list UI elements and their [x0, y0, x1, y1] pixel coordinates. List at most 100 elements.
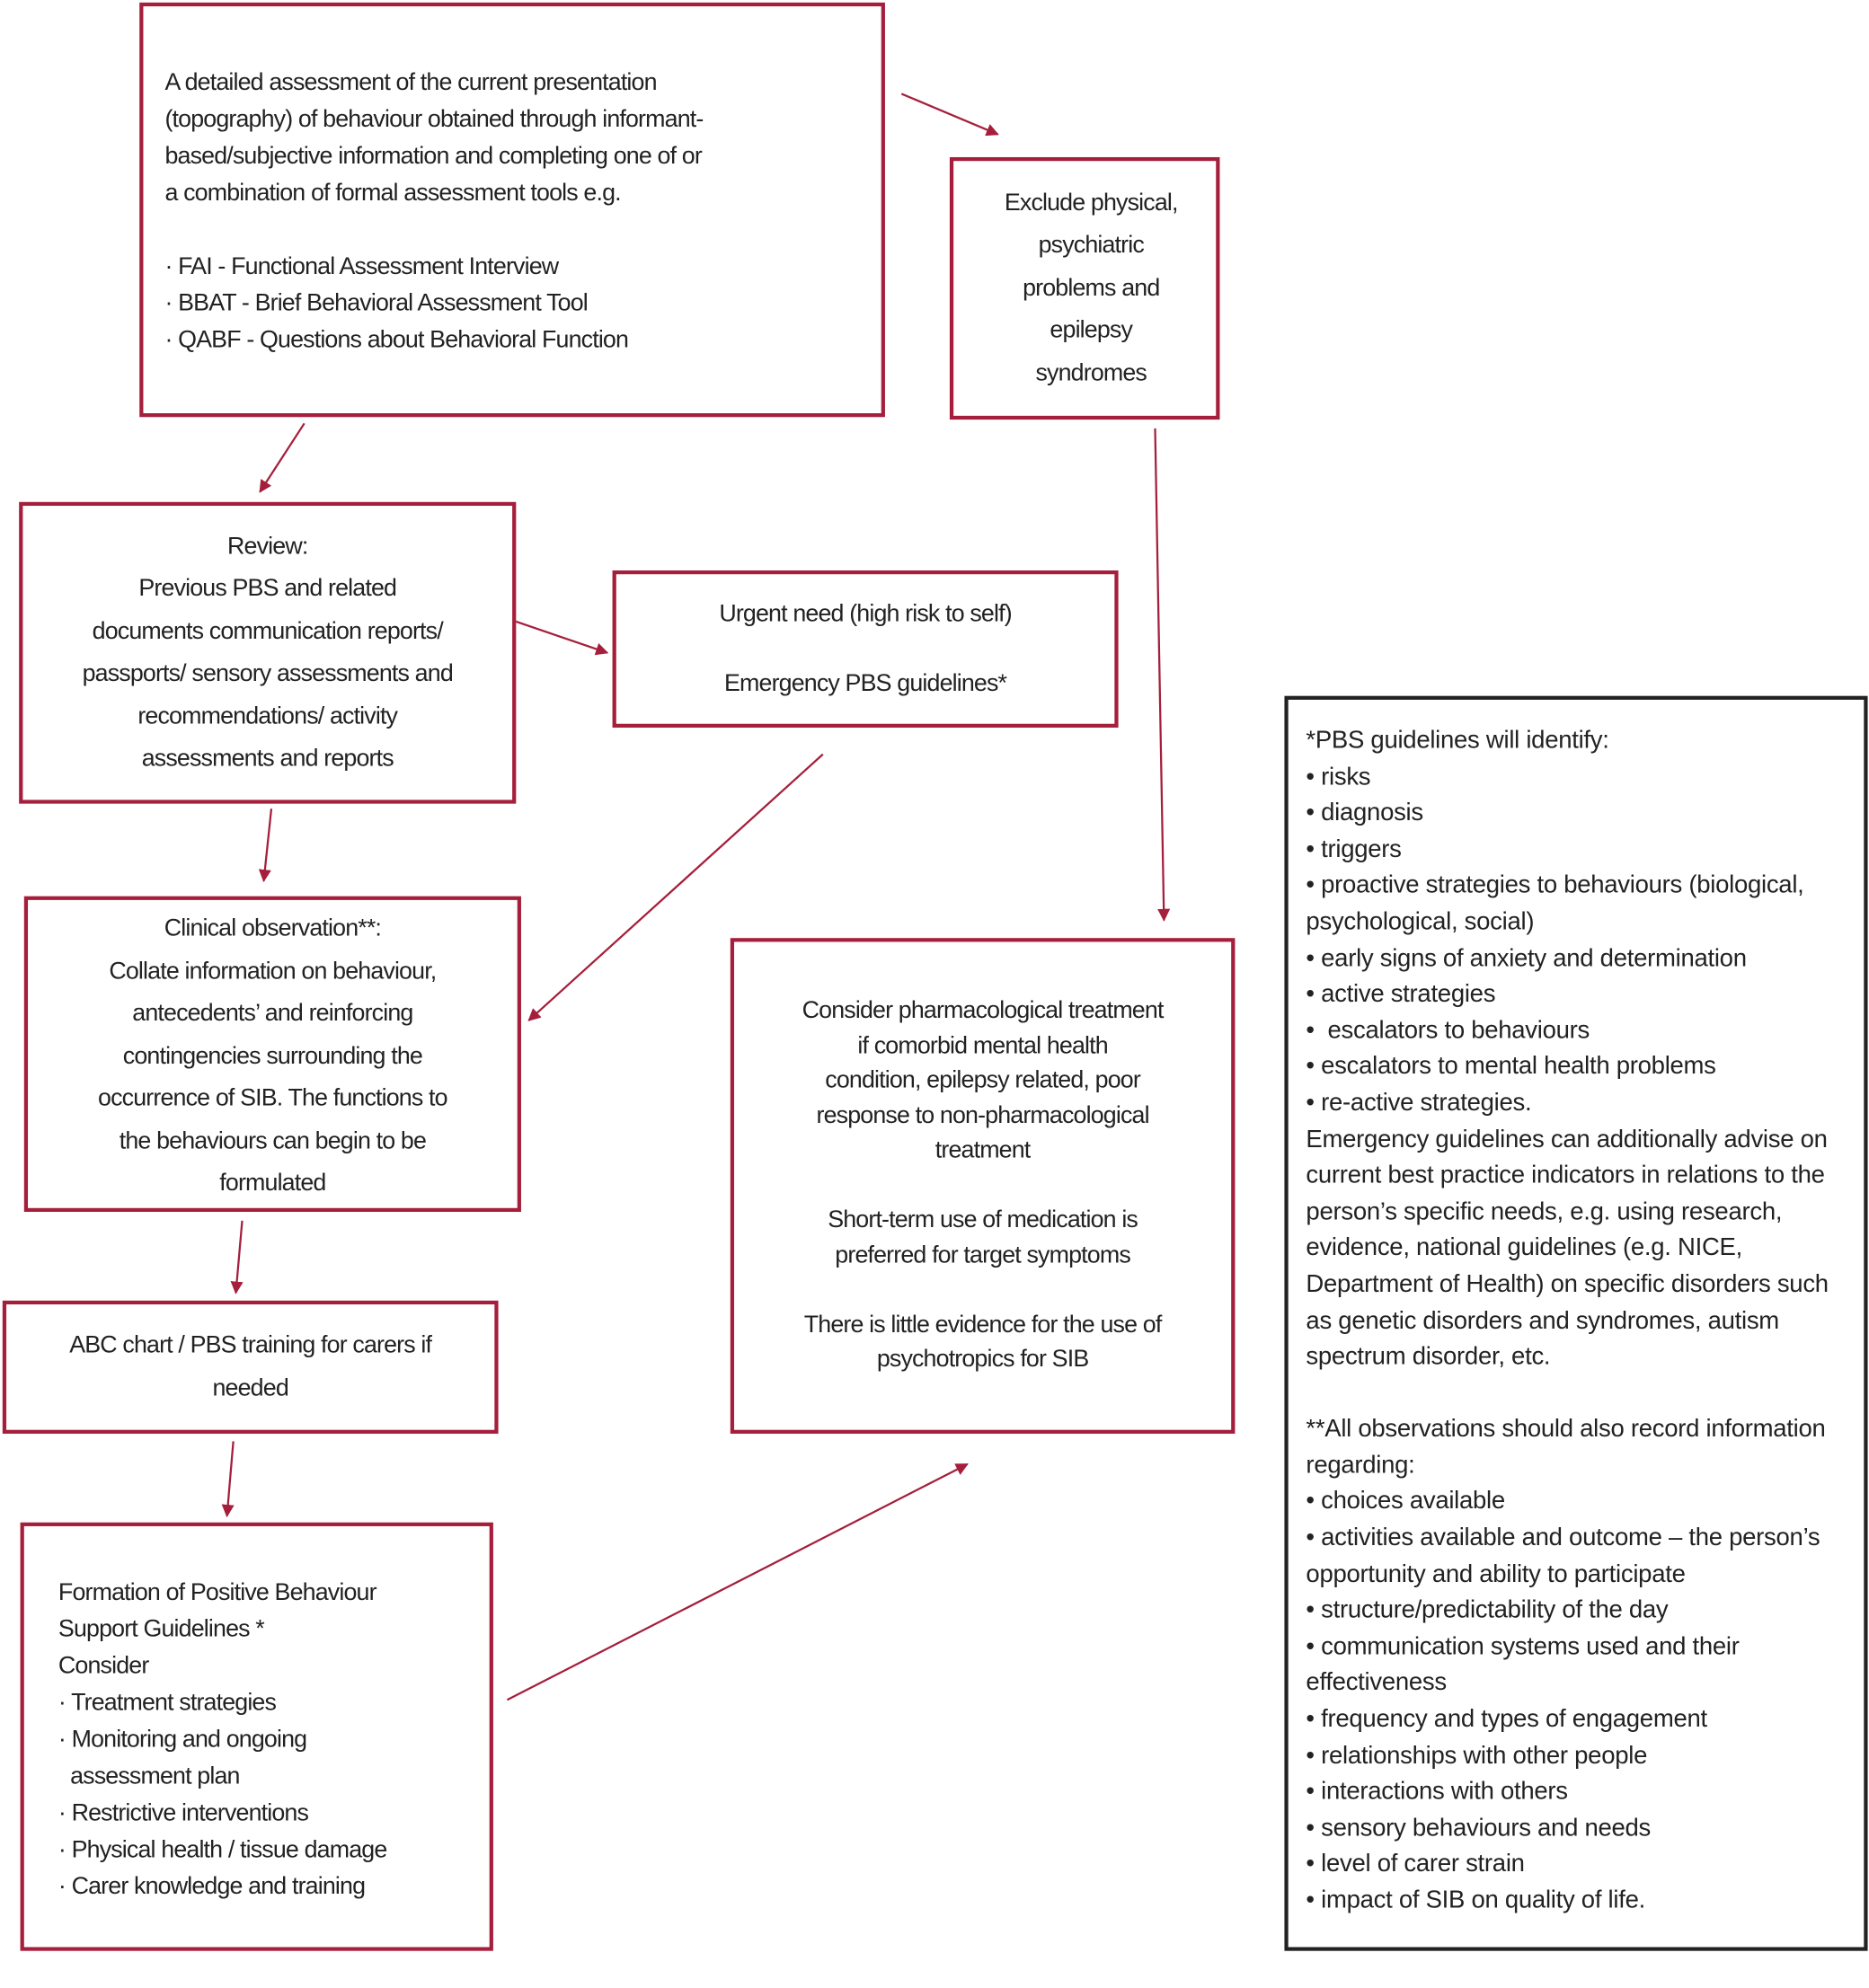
text-line: psychiatric — [1038, 232, 1145, 260]
urgent-box: Urgent need (high risk to self) Emergenc… — [612, 570, 1119, 728]
text-line: · Physical health / tissue damage — [58, 1836, 387, 1864]
text-line: · Treatment strategies — [58, 1689, 277, 1717]
text-line: Formation of Positive Behaviour — [58, 1579, 377, 1606]
arrow-abc-to-formation — [221, 1441, 235, 1518]
text-line: passports/ sensory assessments and — [82, 660, 454, 687]
text-line: Support Guidelines * — [58, 1616, 265, 1643]
text-line: Emergency PBS guidelines* — [723, 670, 1007, 697]
arrow-clinical-to-abc — [230, 1220, 244, 1294]
text-line: as genetic disorders and syndromes, auti… — [1306, 1306, 1779, 1335]
text-line: · BBAT - Brief Behavioral Assessment Too… — [164, 290, 588, 317]
text-line: • activities available and outcome – the… — [1306, 1524, 1820, 1552]
text-line: Emergency guidelines can additionally ad… — [1306, 1125, 1828, 1153]
text-line: recommendations/ activity — [137, 702, 398, 730]
text-line: • interactions with others — [1306, 1777, 1568, 1806]
text-line: Consider pharmacological treatment — [802, 997, 1165, 1025]
text-line — [734, 1273, 1231, 1308]
arrow-urgent-to-clinical — [527, 753, 824, 1021]
text-line: epilepsy — [1050, 317, 1133, 344]
text-line: • choices available — [1306, 1487, 1505, 1515]
text-line: · Monitoring and ongoing — [58, 1726, 307, 1754]
text-line: Previous PBS and related — [138, 575, 397, 603]
text-line: Review: — [227, 533, 308, 561]
text-line: • active strategies — [1306, 980, 1496, 1009]
text-line: • escalators to mental health problems — [1306, 1052, 1716, 1081]
assessment-box: A detailed assessment of the current pre… — [139, 2, 885, 418]
text-line: · FAI - Functional Assessment Interview — [164, 253, 559, 280]
text-line: response to non-pharmacological — [816, 1102, 1149, 1129]
text-line: assessment plan — [58, 1763, 240, 1790]
text-line: • re-active strategies. — [1306, 1089, 1532, 1118]
text-line: • frequency and types of engagement — [1306, 1704, 1707, 1734]
text-line: • relationships with other people — [1306, 1741, 1648, 1770]
text-line: • risks — [1306, 762, 1371, 791]
text-line: person’s specific needs, e.g. using rese… — [1306, 1197, 1783, 1226]
text-line: preferred for target symptoms — [835, 1241, 1130, 1269]
text-line: a combination of formal assessment tools… — [164, 180, 621, 208]
text-line: **All observations should also record in… — [1306, 1415, 1826, 1444]
exclude-box: Exclude physical, psychiatric problems and… — [949, 156, 1220, 420]
text-line: opportunity and ability to participate — [1306, 1559, 1686, 1588]
text-line: psychotropics for SIB — [876, 1346, 1089, 1374]
text-line: occurrence of SIB. The functions to — [98, 1085, 447, 1112]
text-line: Collate information on behaviour, — [109, 958, 437, 985]
text-line: if comorbid mental health — [857, 1032, 1108, 1060]
text-line: · Carer knowledge and training — [58, 1873, 366, 1901]
text-line: treatment — [934, 1137, 1031, 1164]
text-line: antecedents’ and reinforcing — [132, 1000, 413, 1028]
text-line: current best practice indicators in rela… — [1306, 1161, 1825, 1189]
text-line — [734, 1169, 1231, 1204]
text-line: Department of Health) on specific disord… — [1306, 1269, 1829, 1298]
text-line: • triggers — [1306, 835, 1402, 863]
text-line: • diagnosis — [1306, 799, 1423, 827]
text-line: based/subjective information and complet… — [164, 143, 702, 171]
text-line: (topography) of behaviour obtained throu… — [164, 106, 704, 134]
text-line: · Restrictive interventions — [58, 1799, 309, 1827]
text-line: • level of carer strain — [1306, 1850, 1525, 1878]
text-line: effectiveness — [1306, 1668, 1447, 1697]
text-line: • structure/predictability of the day — [1306, 1595, 1669, 1624]
text-line: • communication systems used and their — [1306, 1632, 1740, 1661]
text-line: *PBS guidelines will identify: — [1306, 726, 1609, 755]
text-line: syndromes — [1035, 359, 1147, 387]
text-line: spectrum disorder, etc. — [1306, 1342, 1551, 1371]
text-line: • escalators to behaviours — [1306, 1016, 1590, 1045]
text-line — [1306, 1375, 1848, 1411]
text-line: • sensory behaviours and needs — [1306, 1814, 1652, 1842]
arrow-assessment-to-exclude — [900, 93, 999, 137]
text-line: • impact of SIB on quality of life. — [1306, 1886, 1645, 1914]
text-line: ABC chart / PBS training for carers if — [69, 1332, 432, 1359]
text-line: • proactive strategies to behaviours (bi… — [1306, 870, 1804, 899]
text-line — [164, 212, 881, 249]
text-line: • early signs of anxiety and determinati… — [1306, 943, 1747, 972]
text-line: Exclude physical, — [1004, 190, 1179, 216]
text-line: regarding: — [1306, 1451, 1415, 1480]
text-line — [616, 632, 1115, 667]
text-line: Short-term use of medication is — [828, 1206, 1138, 1234]
pharma-box: Consider pharmacological treatment if com… — [730, 938, 1236, 1434]
arrow-assessment-to-review — [259, 422, 306, 493]
text-line: contingencies surrounding the — [122, 1042, 423, 1070]
review-box: Review: Previous PBS and related documents… — [19, 501, 517, 804]
text-line: · QABF - Questions about Behavioral Func… — [164, 327, 629, 354]
text-line: problems and — [1023, 274, 1160, 302]
notes-box: *PBS guidelines will identify: • risks • d… — [1284, 695, 1868, 1951]
text-line: Clinical observation**: — [164, 915, 382, 942]
arrow-exclude-to-pharma — [1154, 428, 1171, 922]
text-line: Consider — [58, 1653, 149, 1680]
arrow-review-to-clinical — [258, 808, 273, 883]
clinical-box: Clinical observation**: Collate informati… — [23, 896, 521, 1213]
text-line: condition, epilepsy related, poor — [825, 1067, 1140, 1095]
text-line: the behaviours can begin to be — [119, 1127, 427, 1155]
text-line: assessments and reports — [141, 745, 394, 773]
text-line: Urgent need (high risk to self) — [719, 600, 1012, 628]
text-line: A detailed assessment of the current pre… — [164, 69, 657, 97]
text-line: evidence, national guidelines (e.g. NICE… — [1306, 1233, 1743, 1262]
text-line: There is little evidence for the use of — [803, 1312, 1163, 1339]
text-line: documents communication reports/ — [92, 617, 444, 645]
arrow-review-to-urgent — [514, 620, 609, 656]
